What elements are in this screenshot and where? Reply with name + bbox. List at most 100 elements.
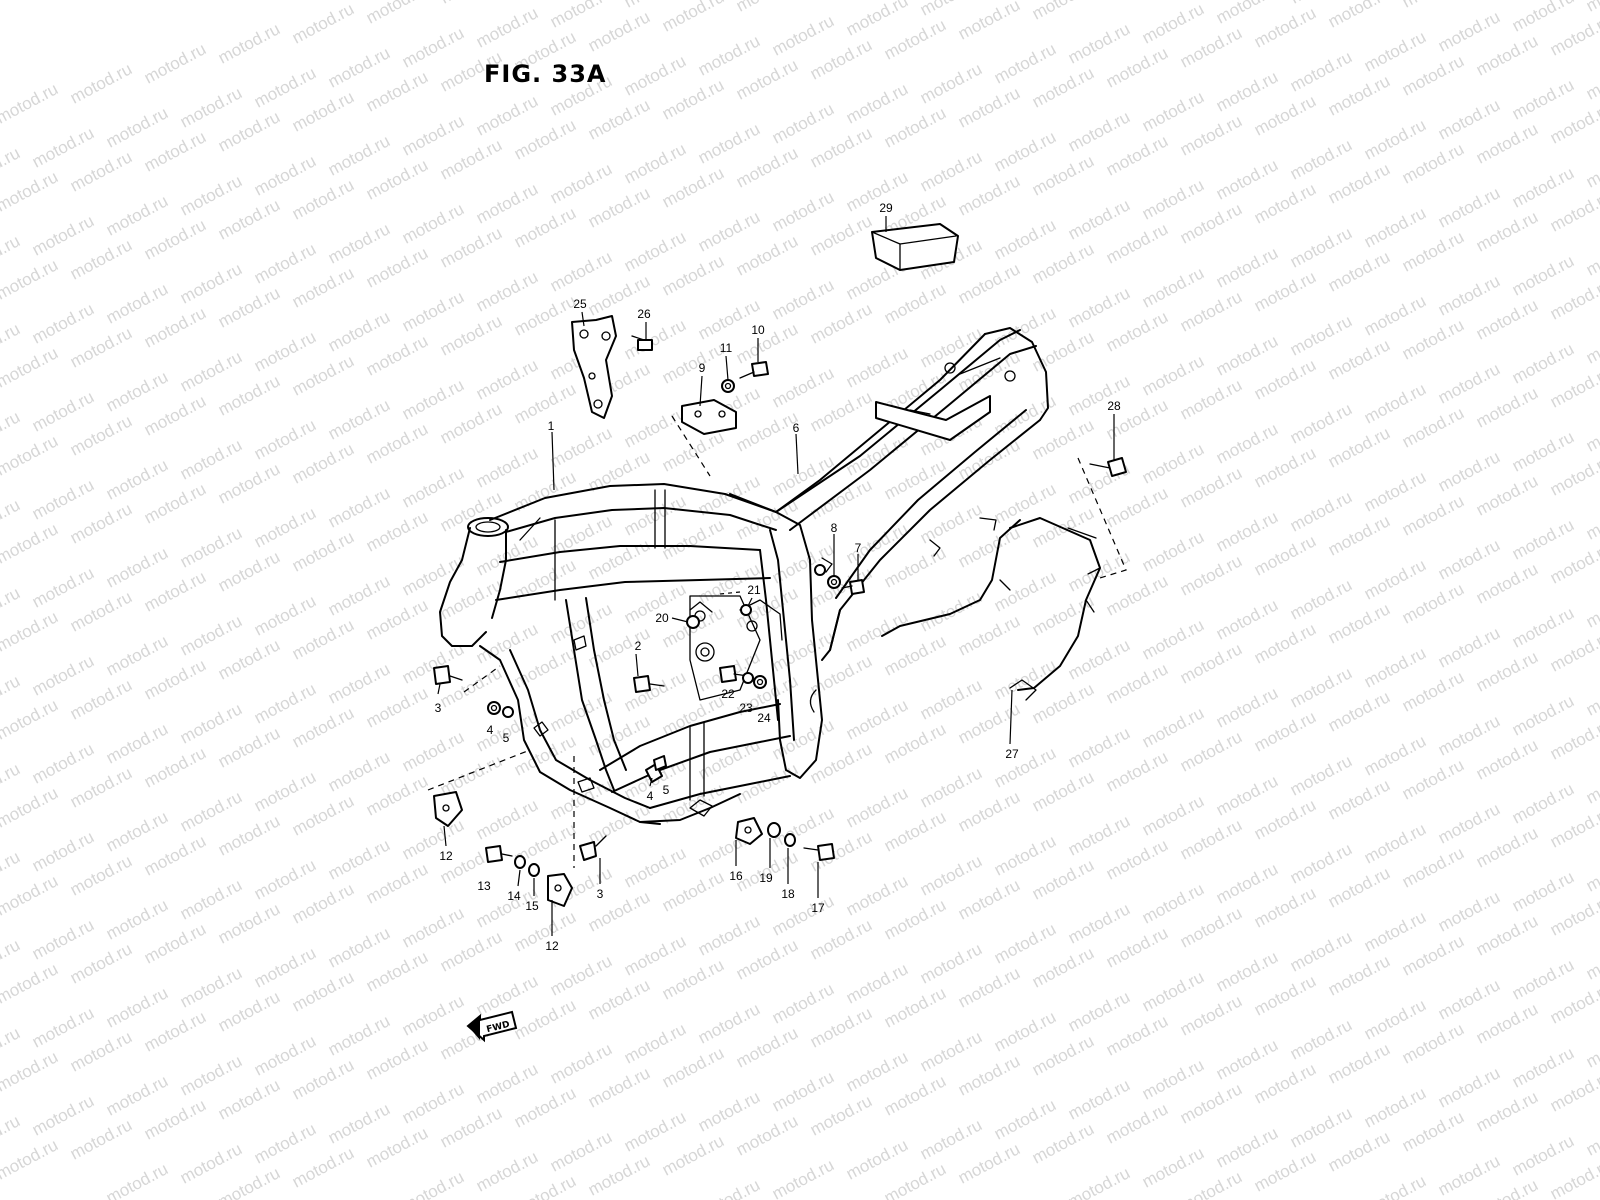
watermark-text: motod.ru xyxy=(733,935,801,983)
watermark-text: motod.ru xyxy=(473,267,541,315)
watermark-text: motod.ru xyxy=(29,739,97,787)
watermark-text: motod.ru xyxy=(547,159,615,207)
watermark-text: motod.ru xyxy=(1361,291,1429,339)
watermark-text: motod.ru xyxy=(769,1067,837,1115)
watermark-text: motod.ru xyxy=(1177,199,1245,247)
watermark-text: motod.ru xyxy=(1029,415,1097,463)
callout-20: 20 xyxy=(655,611,669,625)
watermark-text: motod.ru xyxy=(251,1119,319,1167)
watermark-text: motod.ru xyxy=(1065,195,1133,243)
callout-7: 7 xyxy=(855,541,862,555)
watermark-text: motod.ru xyxy=(363,595,431,643)
watermark-text: motod.ru xyxy=(1361,907,1429,955)
watermark-text: motod.ru xyxy=(1177,23,1245,71)
watermark-text: motod.ru xyxy=(955,523,1023,571)
watermark-text: motod.ru xyxy=(843,1135,911,1183)
watermark-text: motod.ru xyxy=(67,587,135,635)
watermark-text: motod.ru xyxy=(29,387,97,435)
watermark-text: motod.ru xyxy=(141,1007,209,1055)
watermark-text: motod.ru xyxy=(1139,351,1207,399)
watermark-text: motod.ru xyxy=(1287,1015,1355,1063)
watermark-text: motod.ru xyxy=(843,959,911,1007)
watermark-text: motod.ru xyxy=(881,807,949,855)
watermark-text: motod.ru xyxy=(215,459,283,507)
watermark-text: motod.ru xyxy=(1139,967,1207,1015)
watermark-text: motod.ru xyxy=(585,183,653,231)
watermark-text: motod.ru xyxy=(1177,111,1245,159)
callout-29: 29 xyxy=(879,201,893,215)
watermark-text: motod.ru xyxy=(0,607,61,655)
watermark-text: motod.ru xyxy=(29,1003,97,1051)
part-29-cushion xyxy=(871,223,959,271)
watermark-text: motod.ru xyxy=(1361,643,1429,691)
watermark-text: motod.ru xyxy=(1251,355,1319,403)
watermark-text: motod.ru xyxy=(67,1115,135,1163)
watermark-text: motod.ru xyxy=(1509,691,1577,739)
watermark-text: motod.ru xyxy=(103,103,171,151)
watermark-text: motod.ru xyxy=(1509,251,1577,299)
watermark-text: motod.ru xyxy=(67,939,135,987)
watermark-text: motod.ru xyxy=(289,615,357,663)
watermark-text: motod.ru xyxy=(289,967,357,1015)
watermark-text: motod.ru xyxy=(1583,1111,1600,1159)
watermark-text: motod.ru xyxy=(1029,679,1097,727)
watermark-text: motod.ru xyxy=(1361,379,1429,427)
watermark-text: motod.ru xyxy=(1473,999,1541,1047)
watermark-text: motod.ru xyxy=(659,1131,727,1179)
watermark-text: motod.ru xyxy=(215,635,283,683)
watermark-text: motod.ru xyxy=(215,107,283,155)
watermark-text: motod.ru xyxy=(177,259,245,307)
watermark-text: motod.ru xyxy=(1509,1043,1577,1091)
watermark-text: motod.ru xyxy=(1325,335,1393,383)
callout-16: 16 xyxy=(729,869,743,883)
watermark-text: motod.ru xyxy=(1251,443,1319,491)
watermark-text: motod.ru xyxy=(1177,903,1245,951)
watermark-text: motod.ru xyxy=(769,891,837,939)
watermark-text: motod.ru xyxy=(1473,383,1541,431)
watermark-text: motod.ru xyxy=(621,51,689,99)
watermark-text: motod.ru xyxy=(289,1055,357,1103)
watermark-text: motod.ru xyxy=(177,347,245,395)
watermark-text: motod.ru xyxy=(215,547,283,595)
watermark-text: motod.ru xyxy=(1325,159,1393,207)
watermark-text: motod.ru xyxy=(1399,0,1467,12)
watermark-text: motod.ru xyxy=(1547,627,1600,675)
watermark-text: motod.ru xyxy=(621,667,689,715)
watermark-text: motod.ru xyxy=(29,123,97,171)
watermark-text: motod.ru xyxy=(659,955,727,1003)
watermark-text: motod.ru xyxy=(917,587,985,635)
watermark-text: motod.ru xyxy=(1103,131,1171,179)
watermark-text: motod.ru xyxy=(215,195,283,243)
watermark-text: motod.ru xyxy=(289,879,357,927)
watermark-text: motod.ru xyxy=(67,323,135,371)
watermark-text: motod.ru xyxy=(1287,47,1355,95)
callout-2: 2 xyxy=(635,639,642,653)
watermark-text: motod.ru xyxy=(363,1123,431,1171)
watermark-text: motod.ru xyxy=(955,787,1023,835)
watermark-text: motod.ru xyxy=(1139,527,1207,575)
watermark-text: motod.ru xyxy=(733,1023,801,1071)
watermark-text: motod.ru xyxy=(325,747,393,795)
part-3-bolt-upper xyxy=(433,665,463,685)
watermark-text: motod.ru xyxy=(251,591,319,639)
watermark-text: motod.ru xyxy=(363,0,431,28)
watermark-text: motod.ru xyxy=(363,683,431,731)
watermark-text: motod.ru xyxy=(843,167,911,215)
watermark-text: motod.ru xyxy=(1547,891,1600,939)
watermark-text: motod.ru xyxy=(215,19,283,67)
watermark-text: motod.ru xyxy=(177,1051,245,1099)
watermark-text: motod.ru xyxy=(1287,223,1355,271)
watermark-text: motod.ru xyxy=(733,143,801,191)
part-12-plate-upper xyxy=(433,791,463,827)
part-19-washer xyxy=(767,822,781,838)
watermark-text: motod.ru xyxy=(1547,803,1600,851)
watermark-text: motod.ru xyxy=(991,303,1059,351)
watermark-text: motod.ru xyxy=(1065,19,1133,67)
watermark-text: motod.ru xyxy=(1547,99,1600,147)
watermark-text: motod.ru xyxy=(733,407,801,455)
watermark-text: motod.ru xyxy=(843,607,911,655)
watermark-text: motod.ru xyxy=(1399,755,1467,803)
watermark-text: motod.ru xyxy=(0,79,61,127)
watermark-text: motod.ru xyxy=(991,215,1059,263)
